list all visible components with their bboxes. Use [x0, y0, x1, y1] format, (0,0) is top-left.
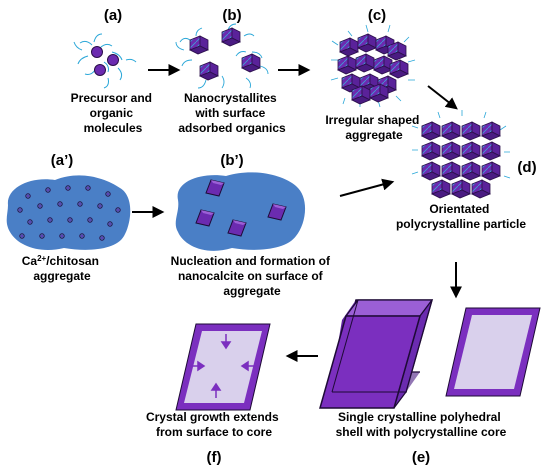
caption-line: adsorbed organics: [178, 121, 286, 135]
shell-cross-section: [445, 307, 541, 397]
caption-line: Single crystalline polyhedral: [338, 410, 501, 424]
panel-e: Single crystalline polyhedral shell with…: [319, 299, 541, 466]
arrow-b-prime-to-d: [339, 178, 395, 197]
caption-line: Precursor and: [71, 91, 152, 105]
caption-line: Irregular shaped: [325, 113, 419, 127]
nucleation-aggregate-blob: [175, 172, 306, 251]
panel-d-caption: Orientated polycrystalline particle: [396, 202, 526, 231]
caption-line: Ca2+/chitosan: [22, 254, 99, 269]
inward-growth-arrows: [190, 334, 256, 398]
caption-line: aggregate: [345, 128, 403, 142]
panel-b-letter: (b): [222, 7, 241, 24]
panel-f-letter: (f): [207, 449, 222, 466]
panel-e-letter: (e): [412, 449, 430, 466]
panel-a-prime: (a’) Ca2+/chitosan aggregate: [6, 152, 131, 284]
nanocrystallites-illustration: [175, 23, 269, 89]
caption-line: molecules: [84, 121, 143, 135]
caption-line: Nanocrystallites: [184, 91, 277, 105]
panel-b-prime: (b’) Nucleation and formation of nanocal…: [171, 152, 334, 298]
arrow-c-to-d: [427, 85, 458, 110]
panel-c-letter: (c): [368, 7, 386, 24]
caption-line: polycrystalline particle: [396, 217, 526, 231]
caption-line: Nucleation and formation of: [171, 254, 331, 268]
orientated-particle-illustration: [411, 110, 511, 199]
panel-a-prime-letter: (a’): [51, 152, 74, 169]
calcium-ions: [17, 185, 121, 241]
panel-c-caption: Irregular shaped aggregate: [325, 113, 422, 142]
caption-line: shell with polycrystalline core: [336, 425, 507, 439]
chitosan-aggregate-blob: [6, 175, 131, 251]
irregular-aggregate-illustration: [330, 24, 416, 108]
panel-c: (c) Irregular shaped aggregate: [325, 7, 422, 142]
panel-b: (b) Nanocrystallites with surface adsorb…: [175, 7, 286, 135]
panel-a: (a) Precursor and organic molecules: [71, 7, 156, 135]
single-crystal-cube: [319, 299, 434, 409]
panel-e-caption: Single crystalline polyhedral shell with…: [336, 410, 507, 439]
ion-fill: [19, 187, 119, 239]
panel-f-caption: Crystal growth extends from surface to c…: [146, 410, 282, 439]
panel-a-caption: Precursor and organic molecules: [71, 91, 156, 135]
panel-b-prime-letter: (b’): [220, 152, 243, 169]
precursor-illustration: [73, 33, 137, 89]
panel-a-letter: (a): [104, 7, 122, 24]
caption-line: nanocalcite on surface of: [178, 269, 324, 283]
panel-b-prime-caption: Nucleation and formation of nanocalcite …: [171, 254, 334, 298]
growth-cross-section: [175, 323, 271, 411]
caption-line: from surface to core: [156, 425, 272, 439]
caption-line: Orientated: [429, 202, 489, 216]
panel-a-prime-caption: Ca2+/chitosan aggregate: [22, 254, 103, 284]
caption-line: aggregate: [223, 284, 281, 298]
panel-f: Crystal growth extends from surface to c…: [146, 323, 282, 466]
panel-b-caption: Nanocrystallites with surface adsorbed o…: [178, 91, 286, 135]
caption-line: Crystal growth extends: [146, 410, 279, 424]
panel-d-letter: (d): [517, 159, 536, 176]
panel-d: (d) Orientated polycrystalline particle: [396, 110, 537, 231]
caption-line: aggregate: [33, 269, 91, 283]
caption-line: with surface: [194, 106, 265, 120]
caption-line: organic: [90, 106, 134, 120]
